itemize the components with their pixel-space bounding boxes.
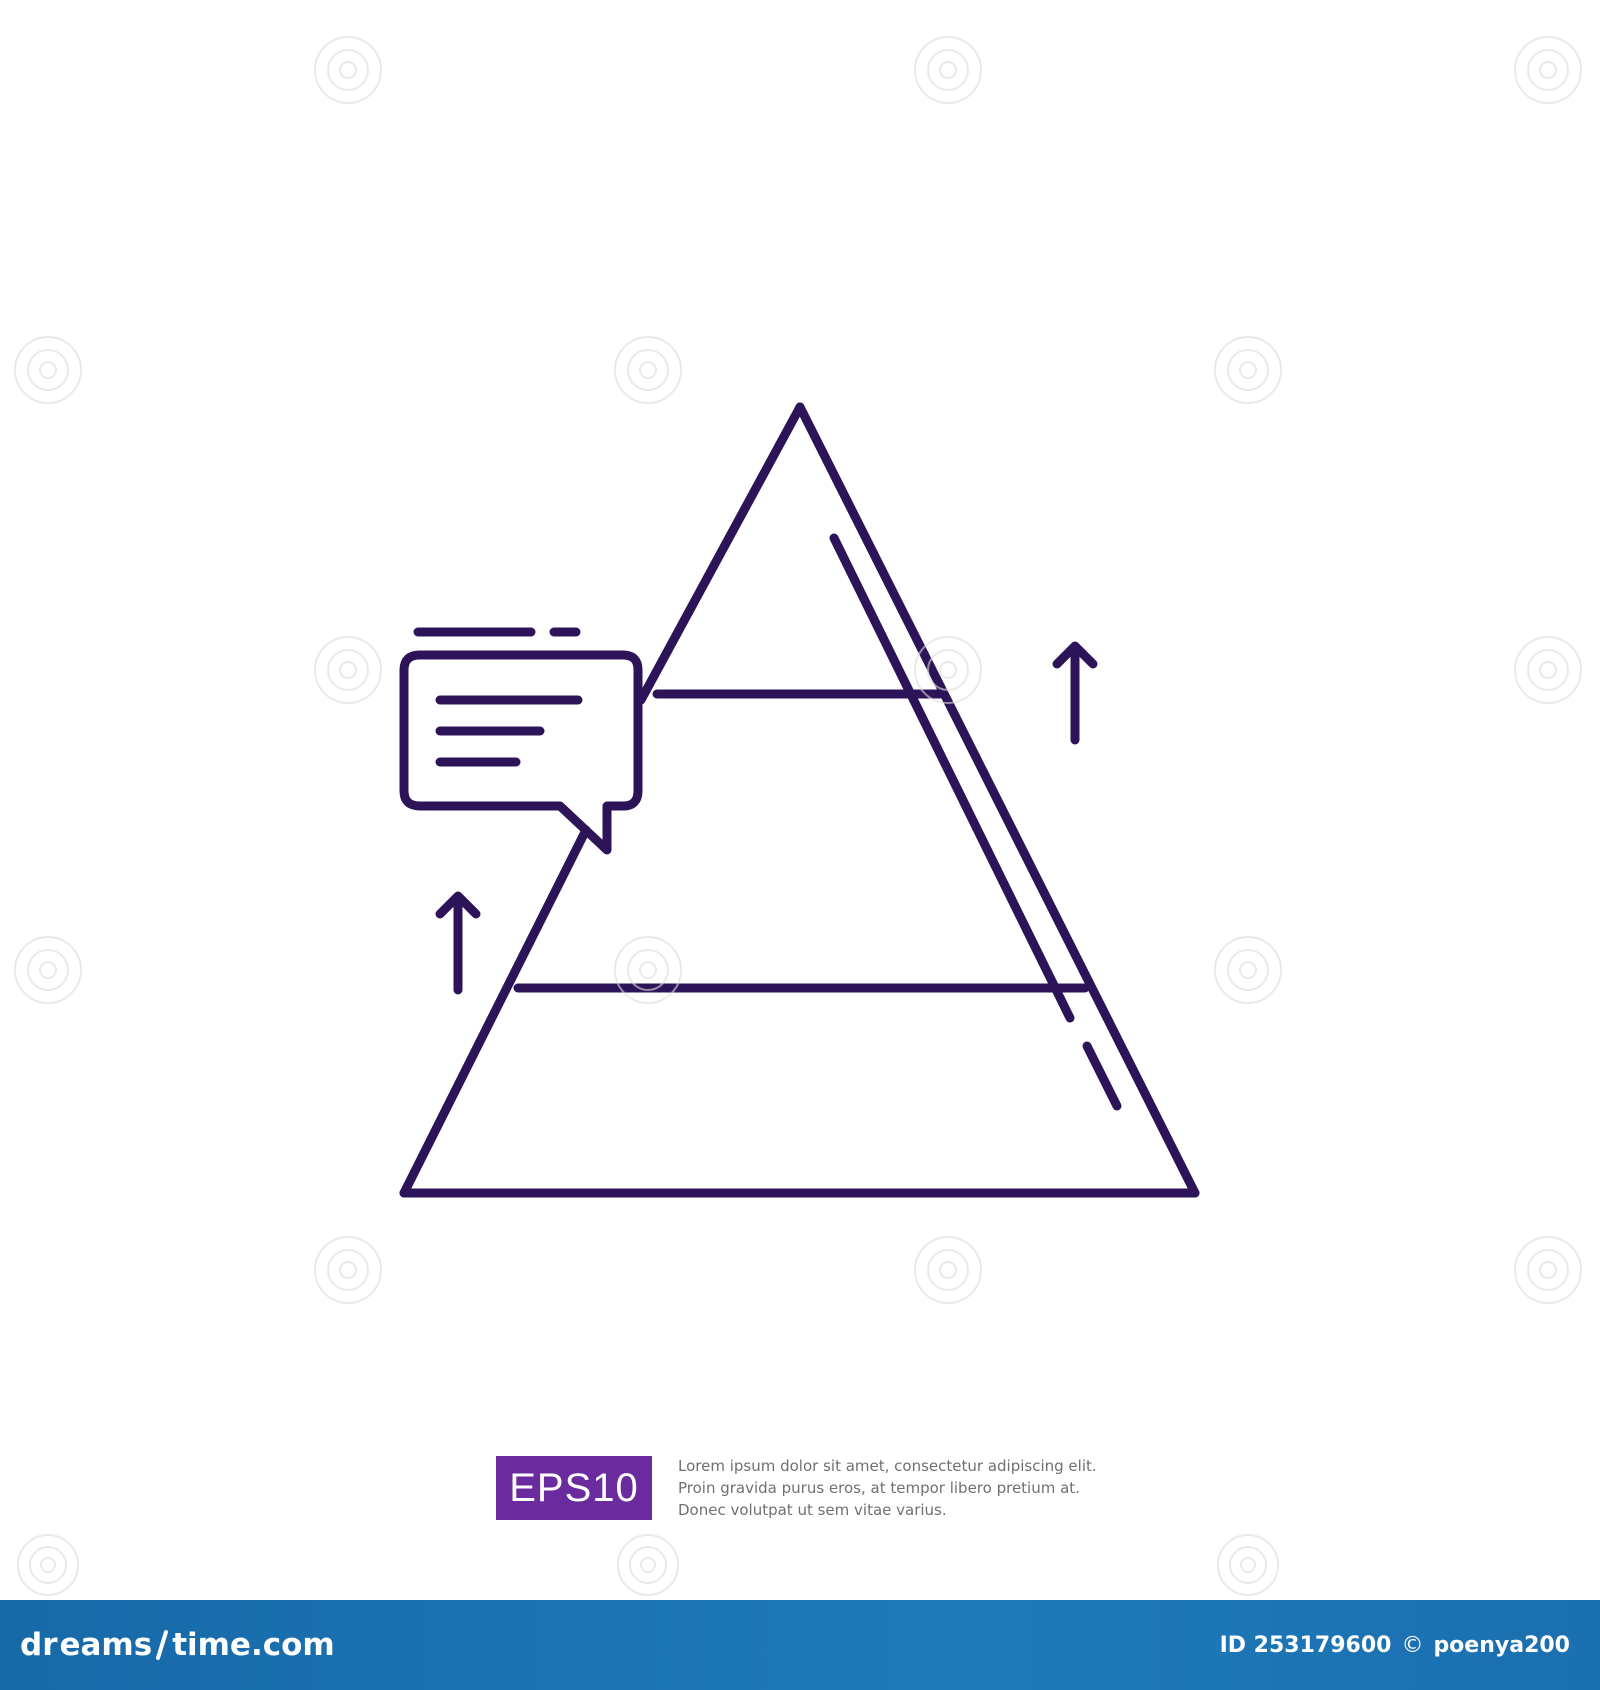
pyramid-icon xyxy=(399,402,1200,1198)
description-line: Lorem ipsum dolor sit amet, consectetur … xyxy=(678,1457,1097,1475)
pyramid-highlight-line xyxy=(829,533,1075,1023)
brand-text-middle: eams xyxy=(59,1627,153,1663)
arrow-up-left-icon xyxy=(435,891,481,995)
pyramid-left-edge-upper xyxy=(636,402,805,705)
image-id: ID 253179600 xyxy=(1219,1632,1392,1658)
copyright-icon: © xyxy=(1401,1632,1424,1658)
pyramid-right-edge xyxy=(795,402,1200,1198)
pyramid-highlight-dash xyxy=(1082,1041,1122,1111)
arrow-up-right-icon xyxy=(1052,641,1098,745)
brand-text-suffix: time.com xyxy=(172,1627,335,1663)
author-name[interactable]: poenya200 xyxy=(1433,1632,1570,1658)
eps-badge: EPS10 xyxy=(496,1456,652,1520)
brand-slash-icon xyxy=(156,1630,169,1660)
speech-bubble-icon xyxy=(399,650,643,855)
format-info: EPS10 Lorem ipsum dolor sit amet, consec… xyxy=(496,1456,1097,1520)
description-line: Proin gravida purus eros, at tempor libe… xyxy=(678,1479,1080,1497)
pyramid-illustration xyxy=(399,402,1200,1198)
description-line: Donec volutpat ut sem vitae varius. xyxy=(678,1501,947,1519)
brand-text-prefix: dr xyxy=(20,1627,58,1663)
image-credit: ID 253179600 © poenya200 xyxy=(1220,1633,1570,1658)
description-text: Lorem ipsum dolor sit amet, consectetur … xyxy=(678,1456,1097,1520)
pyramid-left-edge-lower xyxy=(399,825,591,1198)
